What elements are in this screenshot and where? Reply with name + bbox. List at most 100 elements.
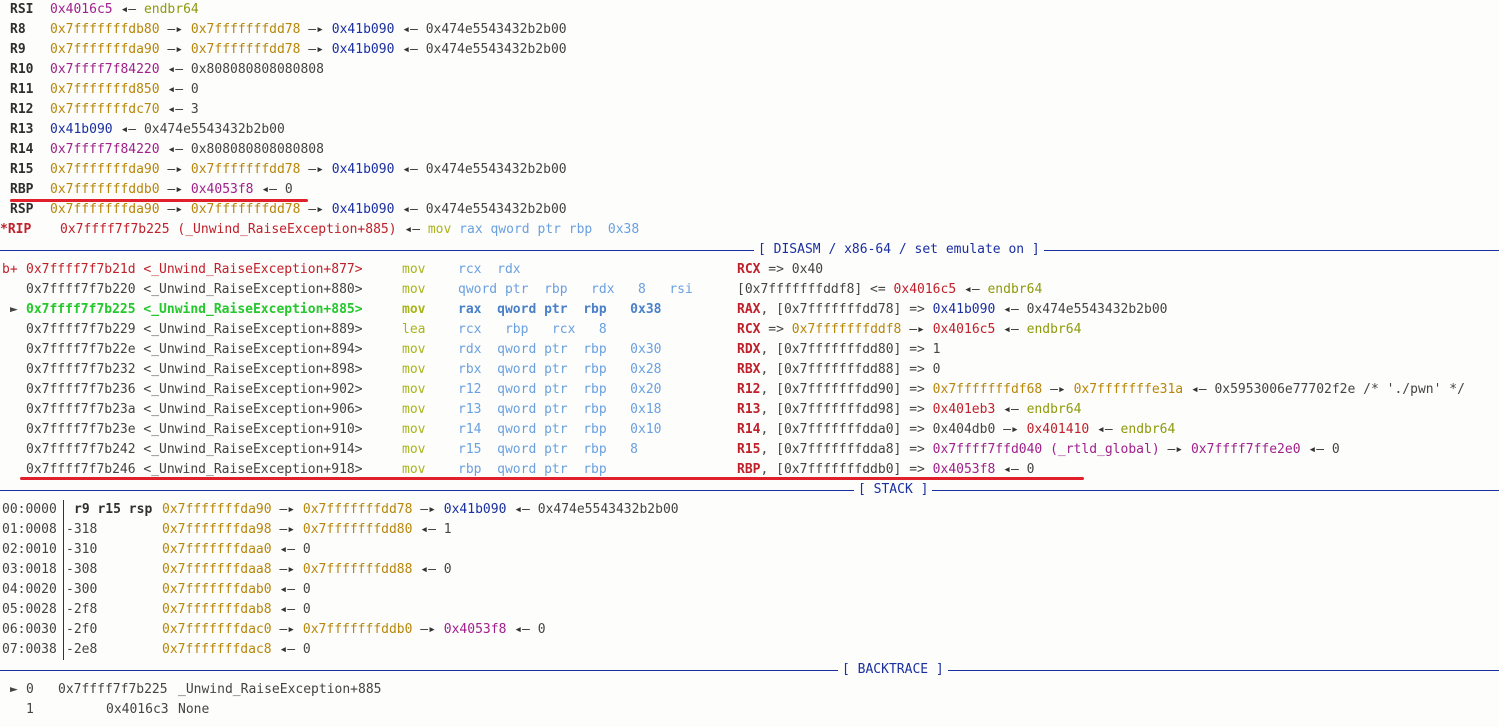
value-segment: —▸ bbox=[159, 182, 191, 197]
frame-number: 1 bbox=[26, 702, 34, 717]
register-value: 0x7fffffffd850 ◂— 0 bbox=[50, 82, 199, 97]
value-segment: ◂— bbox=[159, 102, 191, 117]
value-segment: 0x4053f8 bbox=[443, 622, 507, 637]
instruction-address: 0x7ffff7f7b23e <_Unwind_RaiseException+9… bbox=[26, 422, 363, 437]
value-segment: —▸ bbox=[271, 502, 303, 517]
instruction-address: 0x7ffff7f7b220 <_Unwind_RaiseException+8… bbox=[26, 282, 363, 297]
register-name: R10 bbox=[10, 62, 34, 77]
register-value: 0x7fffffffddb0 —▸ 0x4053f8 ◂— 0 bbox=[50, 182, 293, 197]
instruction-operands: rcx rbp rcx 8 bbox=[458, 322, 607, 337]
instruction-address: 0x7ffff7f7b232 <_Unwind_RaiseException+8… bbox=[26, 362, 363, 377]
value-segment: 0x7fffffffdc70 bbox=[50, 102, 160, 117]
value-segment: —▸ bbox=[412, 502, 444, 517]
value-segment: —▸ bbox=[159, 22, 191, 37]
register-value: 0x4016c5 ◂— endbr64 bbox=[50, 2, 199, 17]
value-segment: 0x474e5543432b2b00 bbox=[425, 162, 567, 177]
register-value: 0x7fffffffda90 —▸ 0x7fffffffdd78 —▸ 0x41… bbox=[50, 202, 567, 217]
instruction-operands: r13 qword ptr rbp 0x18 bbox=[458, 402, 662, 417]
value-segment: —▸ bbox=[1159, 442, 1191, 457]
value-segment: 0x4016c5 bbox=[893, 282, 957, 297]
stack-index: 01:0008 bbox=[2, 522, 57, 537]
disasm-row: 0x7ffff7f7b22e <_Unwind_RaiseException+8… bbox=[0, 340, 1499, 360]
value-segment: R12 bbox=[737, 382, 761, 397]
stack-index: 03:0018 bbox=[2, 562, 57, 577]
instruction-address: 0x7ffff7f7b22e <_Unwind_RaiseException+8… bbox=[26, 342, 363, 357]
instruction-mnemonic: mov bbox=[402, 302, 426, 317]
rbp-register-underline bbox=[10, 199, 308, 202]
value-segment: —▸ bbox=[1042, 382, 1074, 397]
register-name: RSP bbox=[10, 202, 34, 217]
backtrace-separator: [ BACKTRACE ] bbox=[0, 660, 1499, 680]
value-segment: 0x7fffffffdd78 bbox=[302, 502, 413, 517]
value-segment: 0x41b090 bbox=[331, 162, 395, 177]
value-segment: 0x7fffffffdac8 bbox=[162, 642, 272, 657]
value-segment: ◂— bbox=[394, 162, 426, 177]
stack-offset: -2e8 bbox=[66, 642, 98, 657]
stack-chain: 0x7fffffffdac0 —▸ 0x7fffffffddb0 —▸ 0x40… bbox=[162, 620, 546, 640]
value-segment: 0x7ffff7f7b225 (_Unwind_RaiseException+8… bbox=[60, 222, 397, 237]
instruction-mnemonic: mov bbox=[402, 262, 426, 277]
frame-symbol: _Unwind_RaiseException+885 bbox=[178, 682, 382, 697]
value-segment: ◂— bbox=[159, 62, 191, 77]
stack-title: [ STACK ] bbox=[854, 480, 933, 500]
instruction-comment: RDX, [0x7fffffffdd80] => 1 bbox=[737, 340, 941, 360]
stack-offset: -2f8 bbox=[66, 602, 98, 617]
value-segment: 0x7fffffffdd78 bbox=[190, 22, 301, 37]
register-name: R11 bbox=[10, 82, 34, 97]
register-value: 0x7fffffffdc70 ◂— 3 bbox=[50, 102, 199, 117]
value-segment: mov bbox=[427, 222, 452, 237]
value-segment: 0x4016c5 bbox=[932, 322, 996, 337]
register-name: R13 bbox=[10, 122, 34, 137]
instruction-address: 0x7ffff7f7b236 <_Unwind_RaiseException+9… bbox=[26, 382, 363, 397]
stack-chain: 0x7fffffffdaa8 —▸ 0x7fffffffdd88 ◂— 0 bbox=[162, 560, 452, 580]
value-segment: 0x7fffffffdac0 bbox=[162, 622, 272, 637]
stack-offset: -310 bbox=[66, 542, 98, 557]
value-segment: 0x7fffffffdaa8 bbox=[162, 562, 272, 577]
value-segment: ◂— bbox=[995, 402, 1027, 417]
value-segment: —▸ bbox=[271, 622, 303, 637]
value-segment: —▸ bbox=[300, 22, 332, 37]
frame-symbol: None bbox=[178, 702, 210, 717]
value-segment: —▸ bbox=[412, 622, 444, 637]
stack-separator: [ STACK ] bbox=[0, 480, 1499, 500]
instruction-mnemonic: mov bbox=[402, 282, 426, 297]
value-segment: ◂— bbox=[271, 582, 303, 597]
value-segment: ◂— bbox=[412, 562, 444, 577]
disasm-row: 0x7ffff7f7b23a <_Unwind_RaiseException+9… bbox=[0, 400, 1499, 420]
value-segment: endbr64 bbox=[1026, 402, 1082, 417]
instruction-mnemonic: mov bbox=[402, 442, 426, 457]
value-segment: 0x7fffffffda90 bbox=[162, 502, 272, 517]
value-segment: 0x7ffff7ffe2e0 bbox=[1190, 442, 1301, 457]
value-segment: RCX bbox=[737, 262, 761, 277]
stack-chain: 0x7fffffffda90 —▸ 0x7fffffffdd78 —▸ 0x41… bbox=[162, 500, 679, 520]
value-segment: 0x41b090 bbox=[331, 42, 395, 57]
stack-offset: r9 r15 rsp bbox=[74, 502, 153, 517]
value-segment: endbr64 bbox=[143, 2, 199, 17]
value-segment: —▸ bbox=[159, 162, 191, 177]
register-value: 0x7ffff7f84220 ◂— 0x808080808080808 bbox=[50, 142, 324, 157]
instruction-comment: RAX, [0x7fffffffdd78] => 0x41b090 ◂— 0x4… bbox=[737, 300, 1168, 320]
value-segment: 0x808080808080808 bbox=[190, 62, 324, 77]
stack-offset: -308 bbox=[66, 562, 98, 577]
disasm-title: [ DISASM / x86-64 / set emulate on ] bbox=[754, 240, 1044, 260]
value-segment: 0x7fffffffddb0 bbox=[50, 182, 160, 197]
stack-index: 02:0010 bbox=[2, 542, 57, 557]
value-segment: ◂— bbox=[159, 82, 191, 97]
value-segment: ◂— bbox=[1089, 422, 1121, 437]
instruction-address: 0x7ffff7f7b21d <_Unwind_RaiseException+8… bbox=[26, 262, 363, 277]
value-segment: 0 bbox=[284, 182, 293, 197]
instruction-comment: [0x7fffffffddf8] <= 0x4016c5 ◂— endbr64 bbox=[737, 280, 1042, 300]
stack-index: 07:0038 bbox=[2, 642, 57, 657]
register-value: 0x7fffffffda90 —▸ 0x7fffffffdd78 —▸ 0x41… bbox=[50, 162, 567, 177]
value-segment: R15 bbox=[737, 442, 761, 457]
disasm-row: 0x7ffff7f7b232 <_Unwind_RaiseException+8… bbox=[0, 360, 1499, 380]
